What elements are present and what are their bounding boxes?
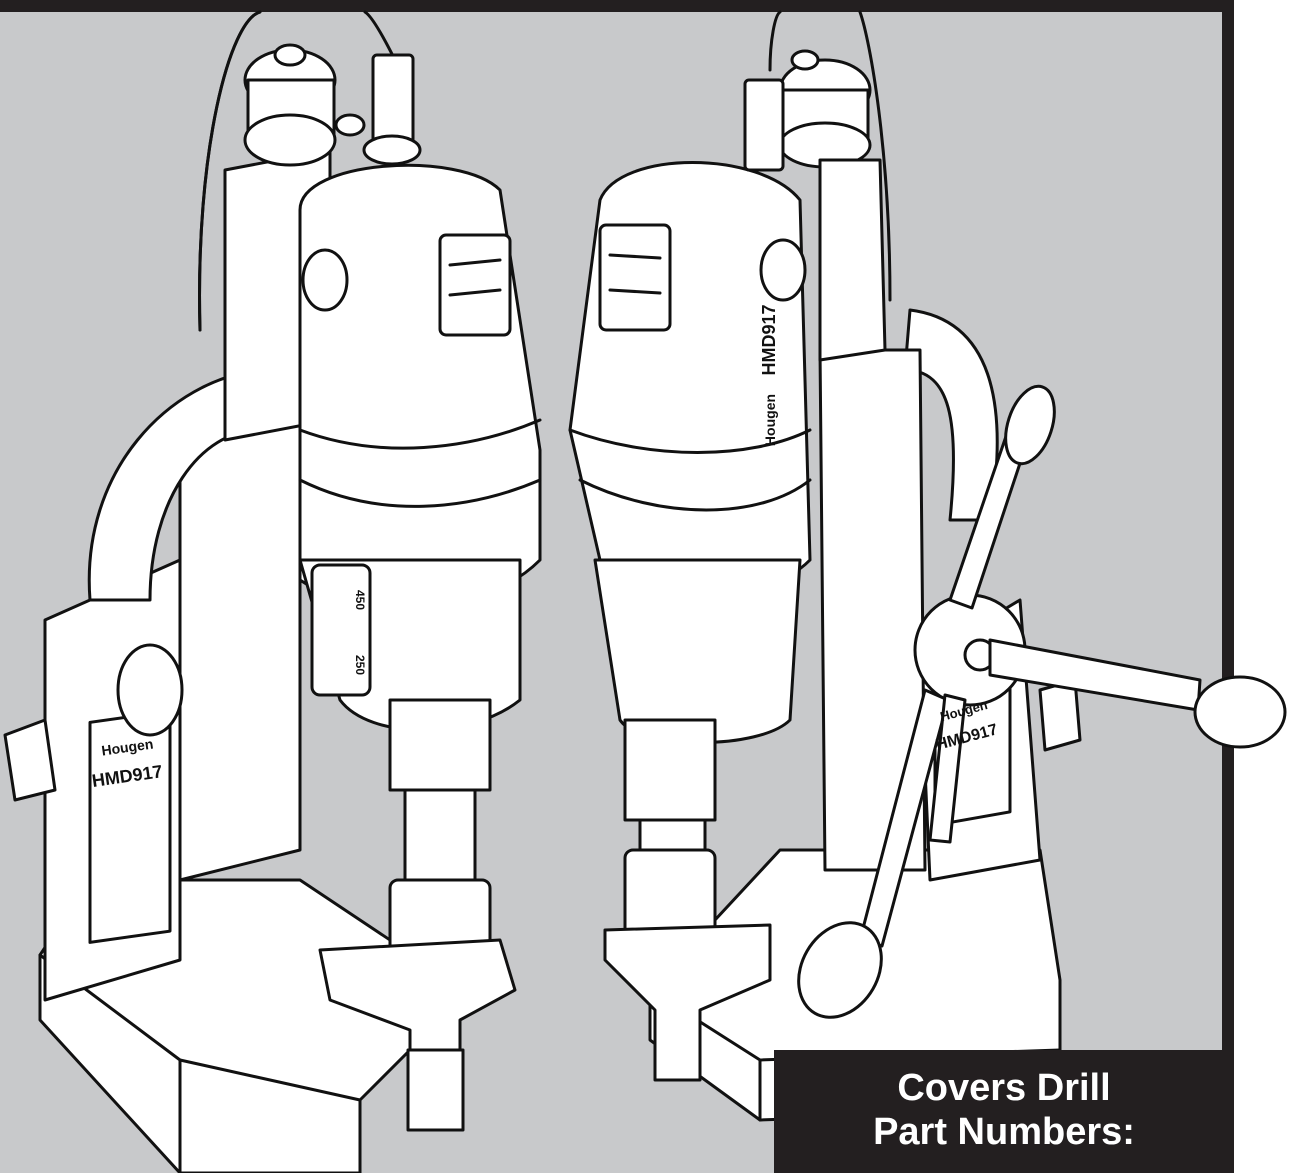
right-brand-label: Hougen [762,394,778,446]
right-magnetic-drill [568,10,1287,1122]
left-magnetic-drill [3,10,542,1173]
left-speed-low: 250 [353,655,367,675]
top-frame-bar [0,0,1234,12]
label-line-1: Covers Drill [897,1067,1111,1109]
part-numbers-label: Covers Drill Part Numbers: [774,1050,1234,1173]
left-brand-label: Hougen [100,736,154,759]
right-model-label: HMD917 [759,304,779,375]
left-speed-high: 450 [353,590,367,610]
label-line-2: Part Numbers: [873,1111,1135,1153]
